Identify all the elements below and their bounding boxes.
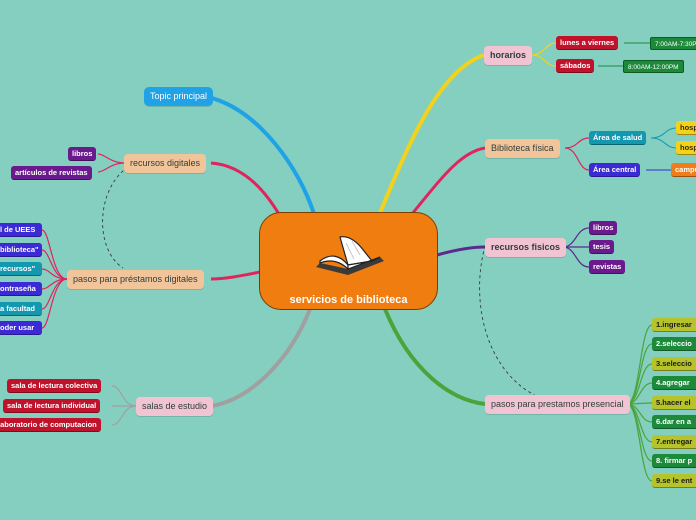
recursos-fisicos-item-revistas[interactable]: revistas xyxy=(589,260,625,274)
pasos-presencial-step-3[interactable]: 3.seleccio xyxy=(652,357,696,371)
link-recursos-digitales xyxy=(211,163,280,216)
central-topic[interactable]: servicios de biblioteca xyxy=(259,212,438,310)
link-biblioteca-fisica xyxy=(412,148,485,214)
pasos-presencial-step-2[interactable]: 2.seleccio xyxy=(652,337,696,351)
recursos-fisicos-item-tesis[interactable]: tesis xyxy=(589,240,614,254)
open-book-icon xyxy=(310,231,390,281)
horarios-day-sabados[interactable]: sábados xyxy=(556,59,594,73)
pasos-presencial-step-5[interactable]: 5.hacer el xyxy=(652,396,696,410)
area-central-child-1[interactable]: campu xyxy=(671,163,696,177)
pasos-presencial-step-6[interactable]: 6.dar en a xyxy=(652,415,696,429)
recursos-fisicos-node[interactable]: recursos fisicos xyxy=(485,238,566,257)
pasos-presencial-step-7[interactable]: 7.entregar xyxy=(652,435,696,449)
salas-item-colectiva[interactable]: sala de lectura colectiva xyxy=(7,379,101,393)
recursos-digitales-item-libros[interactable]: libros xyxy=(68,147,96,161)
biblioteca-fisica-node[interactable]: Biblioteca física xyxy=(485,139,560,158)
horarios-time-lunes-viernes[interactable]: 7:00AM-7:30P xyxy=(650,37,696,50)
area-salud-node[interactable]: Área de salud xyxy=(589,131,646,145)
pasos-digitales-item-3[interactable]: recursos" xyxy=(0,262,42,276)
pasos-digitales-item-1[interactable]: l de UEES xyxy=(0,223,42,237)
salas-item-laboratorio[interactable]: laboratorio de computacion xyxy=(0,418,101,432)
salas-de-estudio-node[interactable]: salas de estudio xyxy=(136,397,213,416)
horarios-node[interactable]: horarios xyxy=(484,46,532,65)
pasos-digitales-item-2[interactable]: biblioteca" xyxy=(0,243,42,257)
area-central-node[interactable]: Área central xyxy=(589,163,640,177)
pasos-prestamos-digitales-node[interactable]: pasos para préstamos digitales xyxy=(67,270,204,289)
topic-principal-node[interactable]: Topic principal xyxy=(144,87,213,106)
horarios-day-lunes-viernes[interactable]: lunes a viernes xyxy=(556,36,618,50)
link-recursos-fisicos xyxy=(437,247,485,255)
pasos-presencial-step-8[interactable]: 8. firmar p xyxy=(652,454,696,468)
link-topic-principal xyxy=(208,97,314,214)
pasos-presencial-step-9[interactable]: 9.se le ent xyxy=(652,474,696,488)
horarios-time-sabados[interactable]: 8:00AM-12:00PM xyxy=(623,60,684,73)
pasos-digitales-item-6[interactable]: oder usar xyxy=(0,321,42,335)
central-topic-title: servicios de biblioteca xyxy=(260,294,437,306)
link-pasos-digitales xyxy=(211,272,260,279)
pasos-digitales-item-4[interactable]: ontraseña xyxy=(0,282,42,296)
recursos-fisicos-item-libros[interactable]: libros xyxy=(589,221,617,235)
recursos-digitales-node[interactable]: recursos digitales xyxy=(124,154,206,173)
pasos-digitales-item-5[interactable]: a facultad xyxy=(0,302,42,316)
salas-item-individual[interactable]: sala de lectura individual xyxy=(3,399,100,413)
area-salud-child-2[interactable]: hosp xyxy=(676,141,696,155)
pasos-prestamos-presencial-node[interactable]: pasos para prestamos presencial xyxy=(485,395,630,414)
recursos-digitales-item-articulos[interactable]: artículos de revistas xyxy=(11,166,92,180)
area-salud-child-1[interactable]: hosp xyxy=(676,121,696,135)
link-pasos-presencial xyxy=(385,309,485,404)
pasos-presencial-step-4[interactable]: 4.agregar xyxy=(652,376,696,390)
pasos-presencial-step-1[interactable]: 1.ingresar xyxy=(652,318,696,332)
link-salas xyxy=(211,309,310,406)
